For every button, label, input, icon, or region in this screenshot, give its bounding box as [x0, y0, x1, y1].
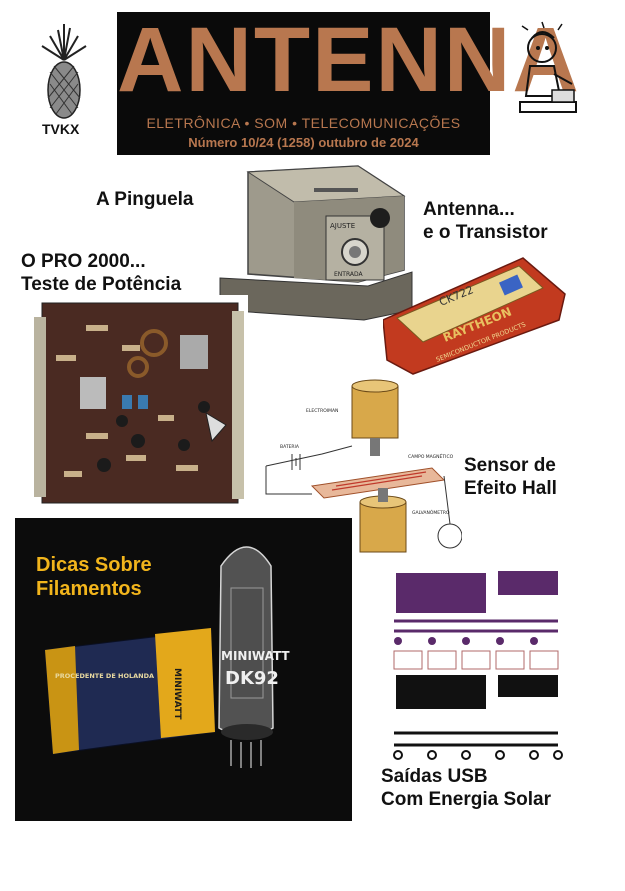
hall-effect-diagram: ELECTROIMAN BATERIA CAMPO MAGNÉTICO GALV… — [265, 379, 462, 553]
issue-line: Número 10/24 (1258) outubro de 2024 — [188, 135, 419, 150]
headline-transistor: Antenna... e o Transistor — [423, 199, 548, 243]
box-brand-label: MINIWATT — [172, 668, 182, 720]
entrada-label: ENTRADA — [334, 271, 363, 278]
ajuste-label: AJUSTE — [330, 222, 355, 230]
pro2000-pcb-photo — [26, 295, 248, 515]
tube-brand-label: MINIWATT — [221, 649, 290, 663]
campo-label: CAMPO MAGNÉTICO — [408, 452, 454, 460]
vacuum-tube-photo: PROCEDENTE DE HOLANDA MINIWATT MINIWATT … — [44, 546, 290, 768]
usb-solar-pcb-layout — [393, 571, 563, 760]
headline-usb-solar: Saídas USB Com Energia Solar — [381, 766, 551, 810]
metal-box-device-photo: AJUSTE ENTRADA — [218, 160, 414, 330]
headline-hall-sensor: Sensor de Efeito Hall — [464, 455, 557, 499]
magazine-title: ANTENNA — [117, 9, 581, 111]
mascot-illustration-icon — [519, 21, 577, 113]
magazine-subtitle: ELETRÔNICA • SOM • TELECOMUNICAÇÕES — [146, 115, 461, 131]
box-origin-label: PROCEDENTE DE HOLANDA — [55, 672, 154, 680]
electroiman-label: ELECTROIMAN — [306, 408, 338, 414]
masthead: ANTENNA ELETRÔNICA • SOM • TELECOMUNICAÇ… — [117, 9, 581, 155]
galvanometro-label: GALVANÓMETRO — [412, 509, 450, 516]
bateria-label: BATERIA — [280, 444, 300, 450]
headline-pinguela: A Pinguela — [96, 189, 194, 210]
headline-filamentos: Dicas Sobre Filamentos — [36, 554, 152, 600]
headline-pro2000: O PRO 2000... Teste de Potência — [21, 251, 182, 295]
transistor-box-photo: CK722 RAYTHEON SEMICONDUCTOR PRODUCTS — [383, 257, 566, 375]
tube-model-label: DK92 — [225, 668, 279, 689]
pineapple-icon — [41, 24, 87, 119]
tvkx-logo-label: TVKX — [42, 121, 80, 137]
